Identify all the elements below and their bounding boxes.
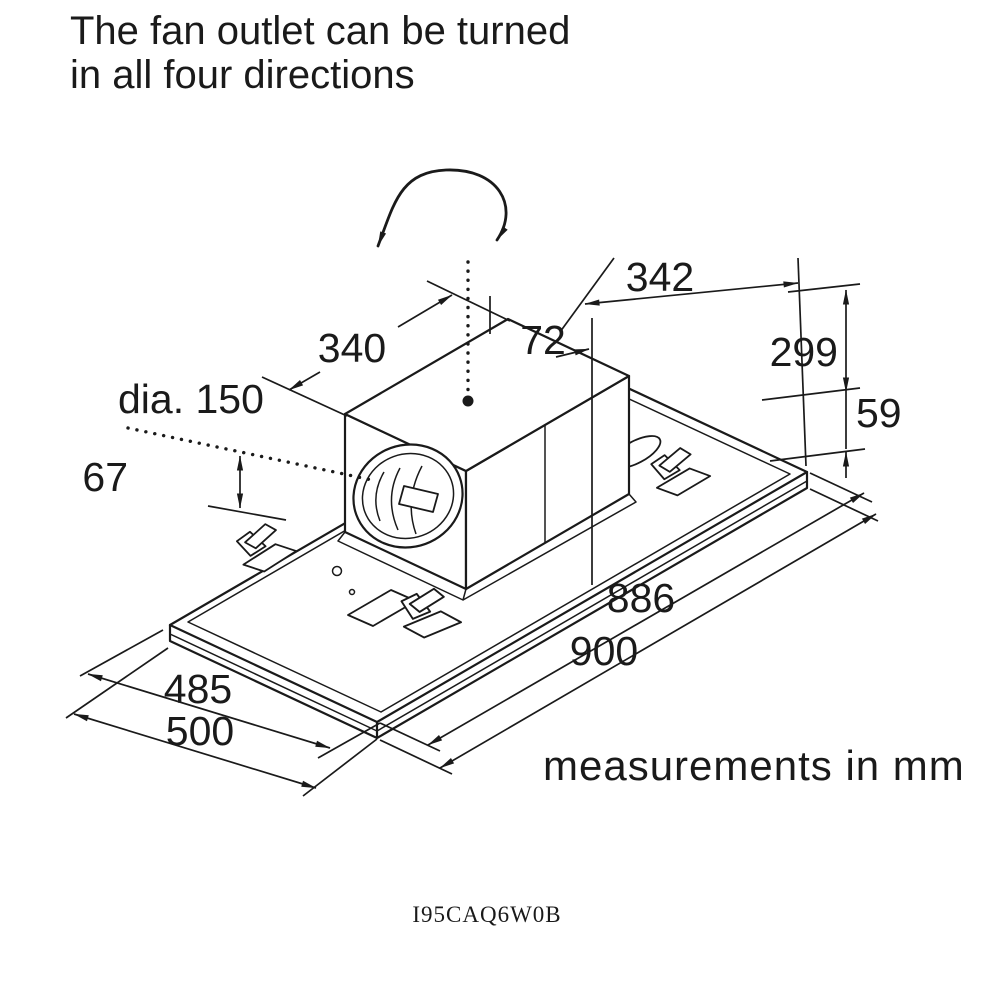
dimension-box-top-width <box>261 280 511 417</box>
dim-cutout-width-label: 485 <box>164 666 232 712</box>
dim-duct-axis-height-label: 67 <box>82 454 128 500</box>
title-line-2: in all four directions <box>70 53 415 97</box>
rotation-arrow <box>376 168 508 248</box>
duct-axis-point <box>462 395 474 407</box>
dimension-duct-axis-height <box>207 455 287 521</box>
dim-box-top-length-label: 342 <box>626 254 694 300</box>
duct-diameter-label: dia. 150 <box>118 376 264 422</box>
mounting-clip <box>236 523 298 573</box>
title-line-1: The fan outlet can be turned <box>70 9 570 53</box>
dimension-panel-width <box>65 629 381 797</box>
panel-pin-hole <box>348 588 356 596</box>
panel-screw-hole <box>331 565 343 577</box>
dimension-box-top-length <box>559 257 807 467</box>
units-note: measurements in mm <box>543 742 965 789</box>
dimension-panel-length <box>379 472 879 775</box>
duct-outlet-inner-ring <box>361 452 455 540</box>
dim-box-top-width-label: 340 <box>318 325 386 371</box>
mounting-clip <box>650 447 712 497</box>
dim-panel-height-label: 59 <box>856 390 902 436</box>
dim-total-height-label: 299 <box>770 329 838 375</box>
dim-panel-length-label: 900 <box>570 628 638 674</box>
dim-panel-width-label: 500 <box>166 708 234 754</box>
dim-outlet-offset-label: 72 <box>520 317 566 363</box>
dim-cutout-length-label: 886 <box>607 575 675 621</box>
duct-diameter-leader-line <box>126 426 374 482</box>
model-code: I95CAQ6W0B <box>412 902 561 927</box>
dimension-heights <box>761 283 866 478</box>
